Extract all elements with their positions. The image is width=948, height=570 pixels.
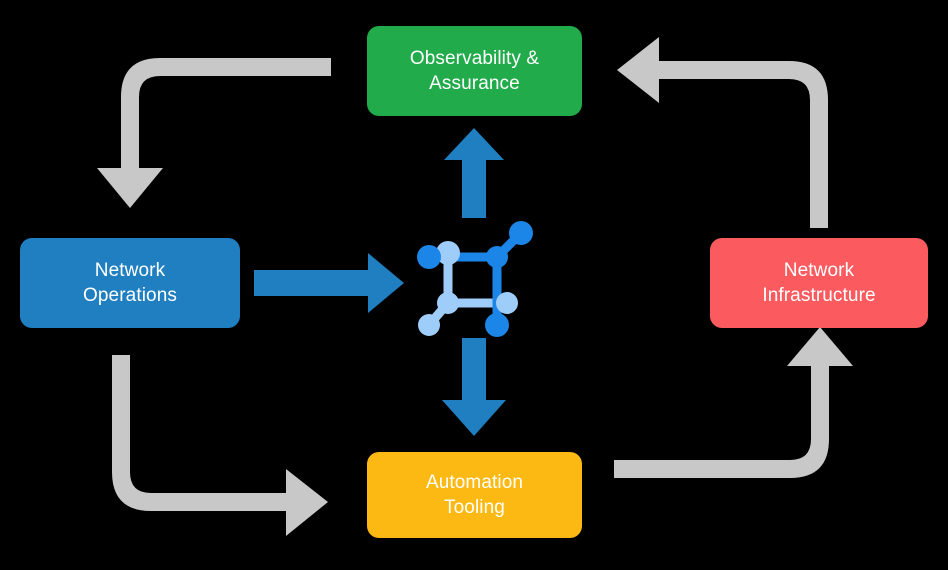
arrow-netops-to-automation — [112, 355, 328, 536]
node-network-operations-label: Network Operations — [83, 259, 177, 306]
arrow-automation-to-netinfra — [614, 327, 853, 478]
node-network-infrastructure[interactable]: Network Infrastructure — [710, 238, 928, 328]
arrow-center-to-automation — [442, 338, 506, 436]
network-topology-icon — [417, 221, 533, 337]
node-automation-tooling-label: Automation Tooling — [425, 471, 524, 518]
node-observability-assurance[interactable]: Observability & Assurance — [367, 26, 582, 116]
arrow-netops-to-center — [254, 253, 404, 313]
arrow-observability-to-netops — [97, 58, 331, 208]
arrow-netinfra-to-observability — [617, 37, 828, 228]
node-observability-label: Observability & Assurance — [409, 47, 540, 94]
arrow-center-to-observability — [444, 128, 504, 218]
topology-nodes-secondary — [418, 241, 518, 336]
node-network-operations[interactable]: Network Operations — [20, 238, 240, 328]
node-automation-tooling[interactable]: Automation Tooling — [367, 452, 582, 538]
node-network-infrastructure-label: Network Infrastructure — [762, 259, 876, 306]
topology-nodes-primary — [417, 221, 533, 337]
